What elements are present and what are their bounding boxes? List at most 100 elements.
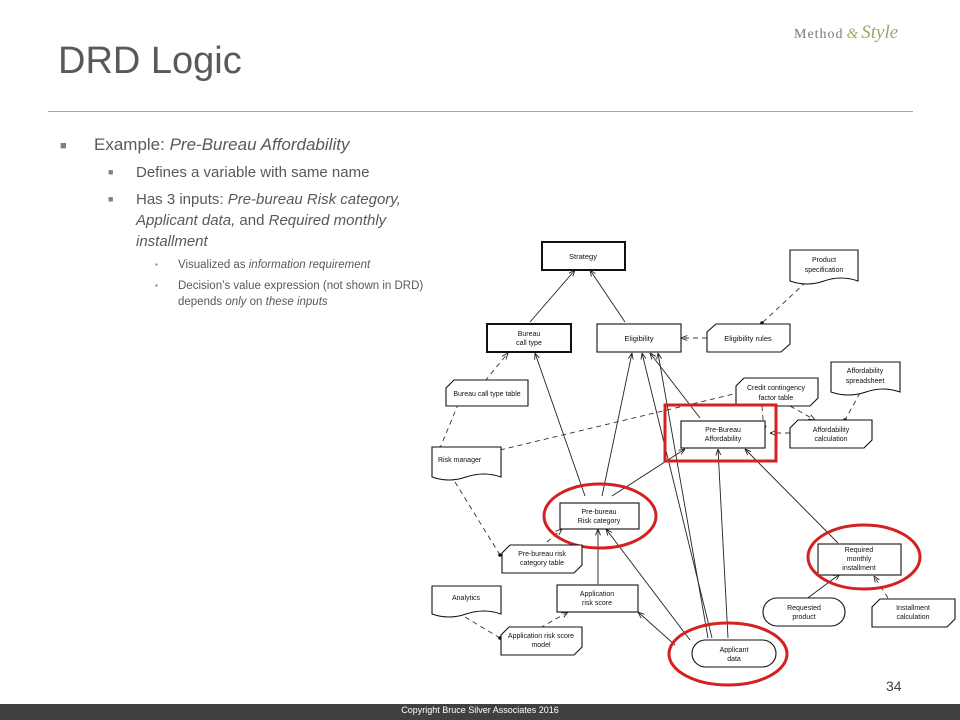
page-number: 34: [886, 678, 902, 694]
edge-analytics-to-model: [464, 616, 502, 640]
node-pre-bureau-risk-table: Pre-bureau risk category table: [501, 544, 583, 574]
label-credit-2: factor table: [759, 395, 794, 402]
label-installment-3: installment: [842, 565, 876, 572]
node-application-risk-score-model: Application risk score model: [500, 626, 583, 656]
label-risktable-1: Pre-bureau risk: [518, 551, 566, 558]
square-bullet-icon: ■: [108, 194, 114, 204]
node-credit-contingency: Credit contingency factor table: [735, 377, 819, 407]
node-required-monthly-installment: Required monthly installment: [817, 543, 902, 576]
label-applicant-1: Applicant: [720, 647, 749, 654]
bullet-example-emph: Pre-Bureau Affordability: [169, 135, 350, 154]
label-eligibility: Eligibility: [624, 334, 653, 343]
bullet-value-expression: ▪ Decision’s value expression (not shown…: [58, 278, 428, 310]
label-installment-1: Required: [845, 547, 874, 554]
information-requirement-lines: [529, 270, 840, 646]
footer-copyright: Copyright Bruce Silver Associates 2016: [401, 705, 559, 715]
node-risk-manager: Risk manager: [431, 446, 502, 481]
node-application-risk-score: Application risk score: [556, 584, 639, 613]
label-applicant-2: data: [727, 656, 741, 663]
edge-table-to-bureau: [484, 353, 508, 382]
square-bullet-icon: ■: [60, 140, 67, 152]
node-applicant-data: Applicant data: [691, 639, 777, 668]
highlight-circle-applicant: [667, 621, 789, 687]
edge-eligibility-to-strategy: [590, 270, 626, 323]
small-bullet-icon: ▪: [155, 260, 158, 269]
label-model-2: model: [531, 642, 551, 649]
label-credit-1: Credit contingency: [747, 385, 805, 392]
bullet-inputs-prefix: Has 3 inputs:: [136, 191, 228, 208]
bullet-defines-text: Defines a variable with same name: [136, 164, 370, 181]
label-requested-2: product: [792, 614, 815, 621]
bullet-value-emph2: these inputs: [265, 296, 328, 308]
node-bureau-call-type-table: Bureau call type table: [445, 379, 529, 407]
label-riskscore-1: Application: [580, 591, 614, 598]
bullet-value-emph1: only: [225, 296, 247, 308]
bullet-visualized-emph: information requirement: [248, 259, 371, 271]
bullet-visualized-prefix: Visualized as: [178, 259, 249, 271]
node-product-specification: Product specification: [789, 249, 859, 285]
edge-riskmanager-to-credit: [499, 391, 740, 451]
label-riskcat-2: Risk category: [578, 518, 621, 525]
footer-bar: Copyright Bruce Silver Associates 2016: [0, 704, 960, 720]
edge-bureau-to-strategy: [529, 270, 575, 323]
edge-affordability-to-eligibility: [650, 353, 701, 419]
edge-product-to-installment: [804, 574, 840, 601]
label-riskcat-1: Pre-bureau: [581, 509, 616, 516]
node-eligibility-rules: Eligibility rules: [706, 323, 791, 353]
edge-installment-to-affordability: [745, 449, 839, 544]
label-eligibility-rules: Eligibility rules: [724, 334, 772, 343]
bullet-value-text1: Decision’s value expression (not shown i…: [178, 280, 424, 308]
edge-model-to-riskscore: [539, 612, 568, 629]
node-bureau-call-type: Bureau call type: [486, 323, 572, 353]
node-strategy: Strategy: [541, 241, 626, 271]
label-risk-manager: Risk manager: [438, 457, 482, 464]
label-product-spec-2: specification: [805, 267, 844, 274]
node-eligibility: Eligibility: [596, 323, 682, 353]
edge-riskcat-to-affordability: [611, 449, 685, 497]
node-pre-bureau-affordability: Pre-Bureau Affordability: [680, 420, 766, 449]
bullet-example-prefix: Example:: [94, 135, 170, 154]
slide-title: DRD Logic: [58, 40, 242, 82]
edge-credit-to-calc: [789, 405, 815, 420]
label-riskscore-2: risk score: [582, 600, 612, 607]
label-bureau-2: call type: [516, 340, 542, 347]
label-bureau-table: Bureau call type table: [453, 391, 520, 398]
label-calc-2: calculation: [814, 436, 847, 443]
label-spreadsheet-2: spreadsheet: [846, 378, 885, 385]
bullet-inputs-emph2: Required monthly installment: [136, 212, 387, 250]
highlight-box: [663, 403, 778, 463]
logo-method: Method: [794, 27, 844, 42]
label-product-spec-1: Product: [812, 257, 836, 264]
edge-applicant-to-eligibility: [642, 353, 713, 639]
bullet-inputs-mid: and: [235, 212, 269, 229]
label-requested-1: Requested: [787, 605, 821, 612]
label-installment-2: monthly: [847, 556, 872, 563]
bullet-value-text2: on: [246, 296, 266, 308]
edge-riskcat-to-bureau: [535, 353, 586, 497]
method-and-style-logo: Method&Style: [794, 22, 898, 44]
edge-applicant-to-bureau: [658, 353, 709, 639]
node-analytics: Analytics: [431, 585, 502, 618]
node-affordability-spreadsheet: Affordability spreadsheet: [830, 361, 901, 396]
label-affordability-1: Pre-Bureau: [705, 427, 741, 434]
label-bureau-1: Bureau: [518, 331, 541, 338]
edge-spreadsheet-to-calc: [843, 392, 861, 422]
label-analytics: Analytics: [452, 595, 481, 602]
edge-riskcat-to-eligibility: [601, 353, 632, 497]
edge-applicant-to-riskscore: [638, 612, 676, 646]
edge-riskmanager-to-risktable: [454, 481, 502, 557]
bullet-visualized: ▪ Visualized as information requirement: [58, 257, 428, 273]
logo-style: Style: [861, 22, 899, 43]
label-spreadsheet-1: Affordability: [847, 368, 884, 375]
label-strategy: Strategy: [569, 252, 597, 261]
label-risktable-2: category table: [520, 560, 564, 567]
label-inst-calc-2: calculation: [896, 614, 929, 621]
bullet-defines-variable: ■ Defines a variable with same name: [58, 162, 428, 183]
bullet-list: ■ Example: Pre-Bureau Affordability ■ De…: [58, 134, 428, 310]
small-bullet-icon: ▪: [155, 281, 158, 290]
node-requested-product: Requested product: [762, 597, 846, 627]
label-inst-calc-1: Installment: [896, 605, 930, 612]
logo-ampersand: &: [846, 26, 859, 42]
node-pre-bureau-risk-category: Pre-bureau Risk category: [559, 502, 640, 530]
